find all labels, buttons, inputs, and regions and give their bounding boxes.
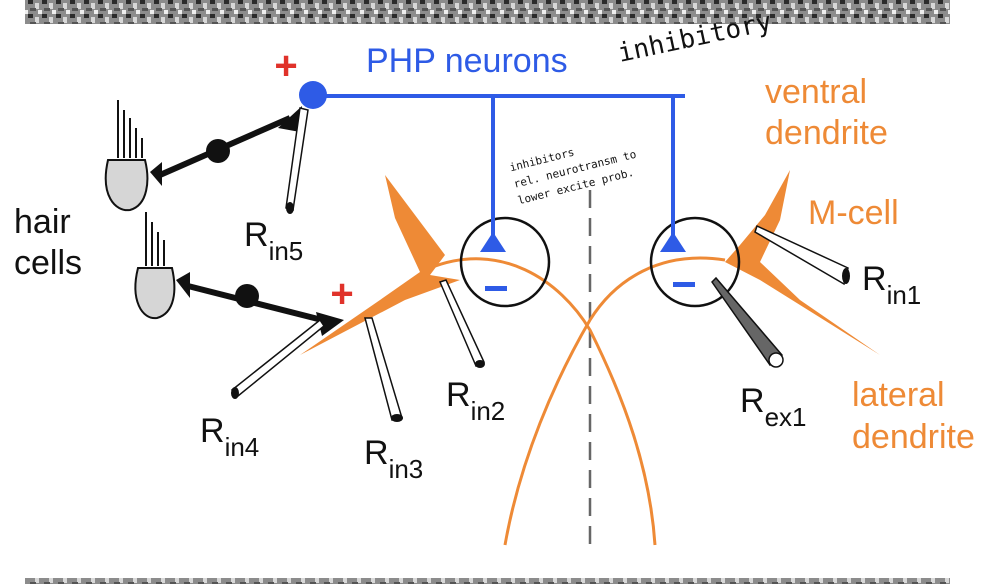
rin4-subscript: in4 bbox=[225, 432, 260, 462]
electrode-rex1 bbox=[711, 276, 784, 367]
right-minus-sign bbox=[673, 282, 695, 287]
electrode-rin4 bbox=[230, 318, 326, 398]
electrode-rin2 bbox=[438, 279, 485, 368]
rin1-subscript: in1 bbox=[887, 280, 922, 310]
electrode-rin4-tip bbox=[231, 387, 239, 399]
rex1-subscript: ex1 bbox=[765, 402, 807, 432]
electrode-rin1-tip bbox=[842, 268, 850, 284]
rin3-label: Rin3 bbox=[364, 434, 423, 484]
hair-label: hair bbox=[14, 203, 71, 241]
ventral-label: ventral bbox=[765, 73, 867, 111]
electrode-rin1 bbox=[754, 224, 849, 286]
left-mcell bbox=[300, 175, 460, 355]
afferent-upper bbox=[158, 106, 302, 178]
left-php-terminal bbox=[480, 232, 506, 252]
mcell-label: M-cell bbox=[808, 194, 899, 232]
electrode-rin5-tip bbox=[286, 202, 294, 214]
electrode-rin3-tip bbox=[391, 414, 403, 422]
right-synapse-circle bbox=[649, 216, 741, 308]
right-mcell bbox=[725, 170, 880, 355]
rin2-subscript: in2 bbox=[471, 396, 506, 426]
lateral-label: lateral bbox=[852, 376, 945, 414]
php-neuron-soma bbox=[299, 81, 327, 109]
ventral-dendrite-label: dendrite bbox=[765, 114, 888, 152]
rin5-label: Rin5 bbox=[244, 216, 303, 266]
rin5-subscript: in5 bbox=[269, 236, 304, 266]
hair-cell-lower bbox=[134, 212, 190, 320]
rin3-subscript: in3 bbox=[389, 454, 424, 484]
left-mcell-axon bbox=[429, 257, 657, 546]
rex1-label: Rex1 bbox=[740, 382, 806, 432]
lateral-dendrite-label: dendrite bbox=[852, 418, 975, 456]
electrode-rin3 bbox=[364, 317, 403, 421]
plus-sign-php: + bbox=[274, 44, 297, 88]
right-mcell-axon bbox=[503, 256, 726, 546]
top-photo-strip bbox=[25, 0, 950, 24]
electrode-rex1-tip bbox=[768, 352, 784, 368]
right-php-terminal bbox=[660, 232, 686, 252]
plus-sign-mcell: + bbox=[330, 272, 353, 316]
handwritten-annotation: inhibitors rel. neurotransm to lower exc… bbox=[508, 146, 637, 208]
left-synapse-circle bbox=[459, 216, 551, 308]
rin4-label: Rin4 bbox=[200, 412, 259, 462]
left-minus-sign bbox=[485, 286, 507, 291]
rin2-label: Rin2 bbox=[446, 376, 505, 426]
afferent-lower bbox=[187, 283, 344, 336]
bottom-photo-strip bbox=[25, 578, 950, 584]
hair-cell-upper bbox=[104, 100, 162, 212]
rin1-label: Rin1 bbox=[862, 260, 921, 310]
php-neurons-label: PHP neurons bbox=[366, 42, 568, 80]
electrode-rin2-tip bbox=[475, 360, 485, 368]
cells-label: cells bbox=[14, 244, 82, 282]
